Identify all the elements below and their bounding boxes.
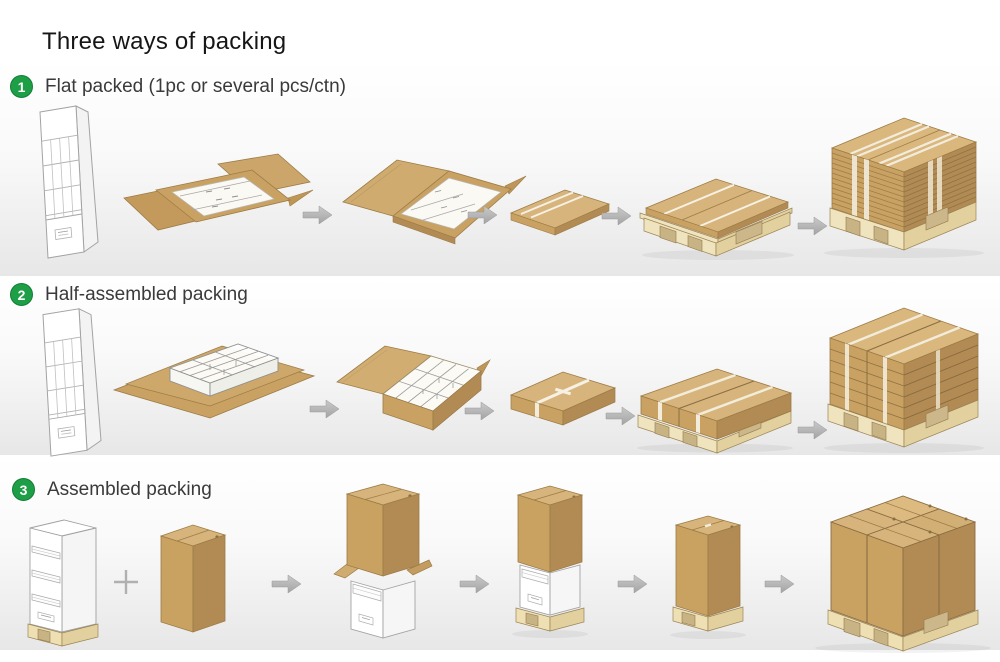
carton-over-display-on-pallet-icon bbox=[510, 482, 590, 652]
carton-lid-open-icon bbox=[337, 146, 527, 256]
tall-carton-icon bbox=[155, 516, 230, 636]
arrow-right-icon bbox=[309, 399, 340, 419]
step-2-badge: 2 bbox=[10, 283, 33, 306]
method-1-label: Flat packed (1pc or several pcs/ctn) bbox=[45, 75, 346, 97]
arrow-right-icon bbox=[601, 206, 632, 226]
arrow-right-icon bbox=[459, 574, 490, 594]
arrow-right-icon bbox=[271, 574, 302, 594]
open-carton-with-dividers-icon bbox=[335, 334, 491, 439]
arrow-right-icon bbox=[764, 574, 795, 594]
flat-sheets-with-divider-tray-icon bbox=[112, 326, 317, 431]
arrow-right-icon bbox=[302, 205, 333, 225]
method-3-label: Assembled packing bbox=[47, 478, 212, 500]
method-1-header: 1 Flat packed (1pc or several pcs/ctn) bbox=[10, 75, 346, 98]
boxed-display-on-pallet-icon bbox=[668, 508, 748, 653]
four-boxed-displays-on-pallet-icon bbox=[808, 488, 998, 653]
flat-pack-on-pallet-icon bbox=[636, 172, 801, 262]
two-cartons-on-pallet-icon bbox=[633, 358, 798, 454]
arrow-right-icon bbox=[797, 420, 828, 440]
flat-pack-icon bbox=[505, 183, 615, 238]
carton-lowered-over-display-icon bbox=[333, 480, 433, 650]
stacked-cartons-on-pallet-icon bbox=[820, 290, 985, 455]
assembled-display-on-pallet-icon bbox=[24, 514, 104, 649]
plus-icon bbox=[112, 568, 140, 596]
stacked-flat-packs-on-pallet-icon bbox=[820, 100, 985, 265]
method-2-header: 2 Half-assembled packing bbox=[10, 283, 248, 306]
arrow-right-icon bbox=[797, 216, 828, 236]
arrow-right-icon bbox=[467, 205, 498, 225]
display-stand-wireframe-icon bbox=[25, 303, 110, 458]
arrow-right-icon bbox=[464, 401, 495, 421]
display-stand-wireframe-icon bbox=[22, 100, 107, 260]
method-3-header: 3 Assembled packing bbox=[12, 478, 212, 501]
page-title: Three ways of packing bbox=[42, 28, 287, 55]
flat-spread-carton-icon bbox=[120, 152, 315, 252]
step-1-badge: 1 bbox=[10, 75, 33, 98]
step-3-badge: 3 bbox=[12, 478, 35, 501]
arrow-right-icon bbox=[605, 406, 636, 426]
sealed-carton-icon bbox=[505, 363, 620, 428]
arrow-right-icon bbox=[617, 574, 648, 594]
method-2-label: Half-assembled packing bbox=[45, 283, 248, 305]
